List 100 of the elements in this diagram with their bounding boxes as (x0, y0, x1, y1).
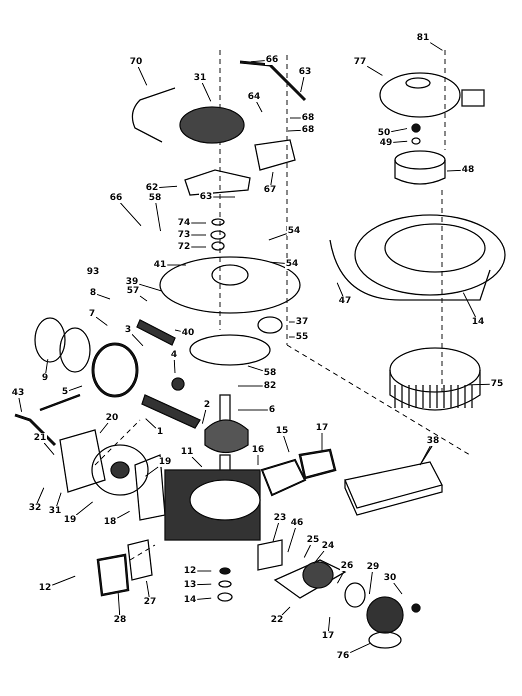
leader-line (190, 222, 206, 224)
callout-number: 26 (340, 561, 354, 571)
callout-number: 12 (182, 566, 198, 576)
callout-number: 13 (182, 580, 198, 590)
callout-number: 74 (176, 218, 192, 228)
leader-line (446, 170, 462, 172)
leader-line (430, 42, 443, 51)
callout-number: 49 (378, 138, 394, 148)
callout-number: 54 (284, 259, 300, 269)
callout-number: 19 (62, 515, 78, 525)
callout-number: 30 (382, 573, 398, 583)
leader-line (336, 282, 344, 296)
leader-line (304, 544, 311, 558)
leader-line (272, 522, 280, 543)
callout-number: 43 (10, 388, 26, 398)
callout-number: 47 (338, 296, 352, 306)
leader-line (313, 550, 324, 564)
leader-line (328, 616, 330, 632)
callout-number: 68 (300, 125, 316, 135)
callout-number: 48 (460, 165, 476, 175)
leader-line (250, 60, 266, 62)
callout-number: 58 (262, 368, 278, 378)
leader-line (256, 102, 262, 112)
callout-number: 77 (352, 57, 368, 67)
leader-line (36, 487, 44, 504)
callout-number: 55 (294, 332, 310, 342)
callout-number: 19 (158, 457, 172, 467)
callout-number: 4 (170, 350, 178, 360)
callout-number: 40 (180, 328, 196, 338)
callout-number: 31 (192, 73, 208, 83)
callout-number: 16 (250, 445, 266, 455)
leader-line (132, 334, 144, 346)
leader-line (300, 76, 304, 93)
leader-line (268, 233, 288, 240)
leader-line (287, 528, 296, 553)
leader-line (393, 582, 402, 594)
callout-number: 73 (176, 230, 192, 240)
callout-number: 11 (180, 447, 194, 457)
callout-number: 67 (262, 185, 278, 195)
leader-line (158, 186, 178, 188)
leader-line (18, 398, 22, 412)
callout-number: 39 (124, 277, 140, 287)
callout-number: 57 (126, 286, 140, 296)
leader-line (44, 442, 55, 456)
leader-line (52, 576, 76, 586)
leader-line (196, 570, 212, 572)
leader-line (336, 570, 345, 584)
callout-number: 38 (426, 436, 440, 446)
callout-number: 9 (40, 373, 50, 383)
callout-number: 7 (88, 309, 96, 319)
callout-number: 66 (108, 193, 124, 203)
leader-line (140, 296, 148, 302)
callout-number: 15 (274, 426, 290, 436)
leader-line (368, 572, 373, 595)
callout-number: 27 (142, 597, 158, 607)
callout-number: 28 (112, 615, 128, 625)
callout-number: 82 (262, 381, 278, 391)
callout-number: 66 (264, 55, 280, 65)
leader-line (282, 606, 290, 616)
callout-number: 72 (176, 242, 192, 252)
callout-number: 31 (48, 506, 62, 516)
leader-line (116, 510, 130, 519)
leader-line (420, 446, 431, 463)
leader-line (190, 234, 206, 236)
callout-number: 14 (470, 317, 486, 327)
callout-number: 50 (376, 128, 392, 138)
leader-line (350, 642, 371, 654)
leader-line (392, 140, 408, 143)
callout-number: 12 (38, 583, 52, 593)
callout-number: 25 (306, 535, 320, 545)
leader-line (100, 422, 108, 434)
callout-number: 54 (286, 226, 302, 236)
callout-number: 63 (298, 67, 312, 77)
leader-line (202, 410, 206, 424)
callout-number: 93 (86, 267, 100, 277)
callout-number: 81 (416, 33, 430, 43)
leader-line (144, 466, 159, 477)
leader-line (247, 365, 264, 372)
leader-line (76, 501, 94, 516)
leader-line (120, 202, 142, 226)
leader-line (138, 284, 163, 292)
leader-line (462, 292, 476, 318)
leader-line (283, 436, 290, 453)
leader-line (196, 584, 212, 586)
leader-line (196, 598, 212, 600)
leader-line (270, 262, 286, 264)
callout-number: 70 (128, 57, 144, 67)
callout-number: 5 (60, 387, 70, 397)
leader-line (68, 386, 82, 392)
callout-number: 68 (300, 113, 316, 123)
callout-number: 63 (198, 192, 214, 202)
leader-line (468, 384, 490, 386)
leader-line (166, 264, 186, 266)
callout-number: 76 (336, 651, 350, 661)
callout-number: 24 (320, 541, 336, 551)
leader-line (270, 172, 274, 186)
callout-number: 20 (104, 413, 120, 423)
leader-line (174, 360, 176, 374)
callout-number: 17 (320, 631, 336, 641)
callout-number: 32 (28, 503, 42, 513)
